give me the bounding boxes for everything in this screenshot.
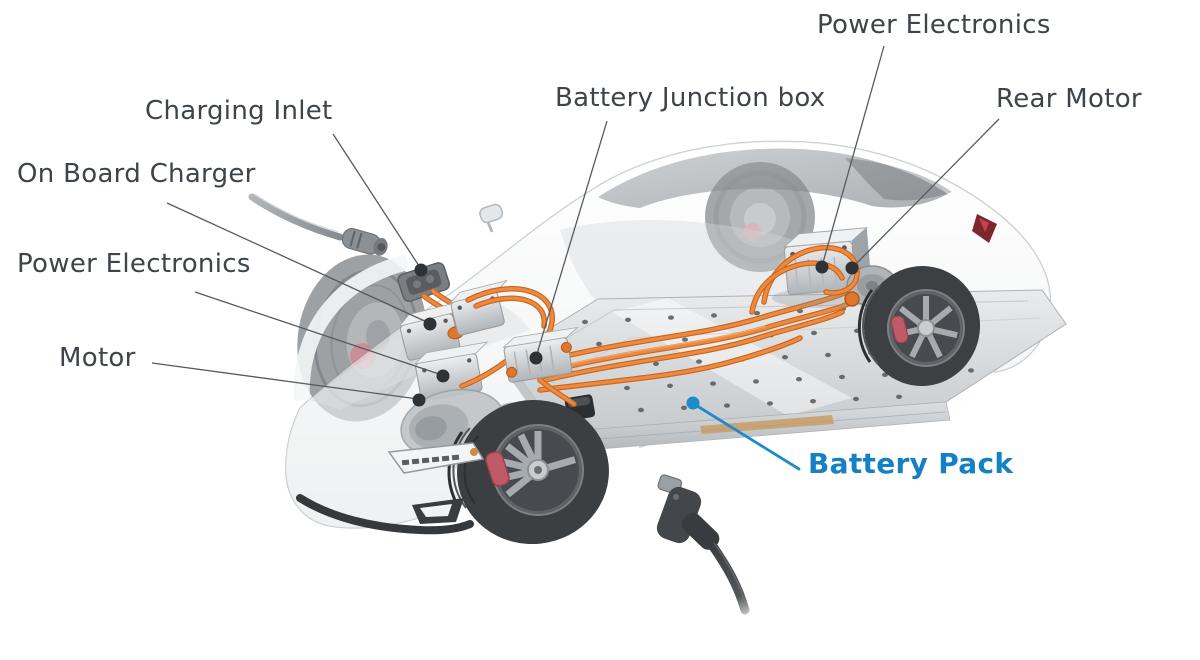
leader-dot-motor (412, 393, 426, 407)
leader-motor (151, 362, 419, 400)
leader-dot-on-board-charger (423, 317, 437, 331)
rear-cable-loop (749, 244, 860, 315)
leader-dot-charging-inlet (414, 263, 428, 277)
charging-plug (656, 474, 750, 615)
label-motor: Motor (59, 343, 136, 373)
leader-lines (151, 45, 1000, 471)
leader-dot-battery-pack (686, 396, 700, 410)
taillight-highlight (979, 218, 989, 232)
label-on-board-charger: On Board Charger (17, 159, 256, 189)
hv-cables (537, 289, 855, 393)
leader-rear-motor (851, 118, 1000, 269)
leader-power-electronics-left (194, 291, 443, 376)
battery-junction-box-module (502, 326, 579, 383)
leader-dot-power-electronics-left (436, 369, 450, 383)
rear-wheel (857, 266, 981, 386)
leader-power-electronics-rear (821, 45, 885, 267)
leader-dot-battery-junction-box (529, 351, 543, 365)
leader-battery-pack (692, 402, 801, 471)
leader-battery-junction-box (535, 120, 608, 358)
side-mirror (479, 203, 504, 233)
leader-dot-rear-motor (845, 261, 859, 275)
front-fender-edge (293, 254, 410, 401)
leader-charging-inlet (332, 133, 422, 270)
label-battery-junction-box: Battery Junction box (555, 83, 826, 113)
label-battery-pack: Battery Pack (808, 447, 1014, 480)
leader-on-board-charger (166, 202, 430, 324)
roof-glass (598, 148, 952, 208)
onboard-charger-module (398, 300, 465, 361)
front-wheel (447, 399, 609, 545)
headlight (387, 442, 485, 474)
label-power-electronics-front: Power Electronics (17, 249, 251, 279)
charging-cable (248, 193, 388, 256)
leader-dot-power-electronics-rear (815, 260, 829, 274)
front-splitter (296, 494, 474, 535)
front-air-intake (412, 498, 464, 524)
label-rear-motor: Rear Motor (996, 84, 1142, 114)
label-power-electronics-rear: Power Electronics (817, 10, 1051, 40)
label-charging-inlet: Charging Inlet (145, 96, 333, 126)
